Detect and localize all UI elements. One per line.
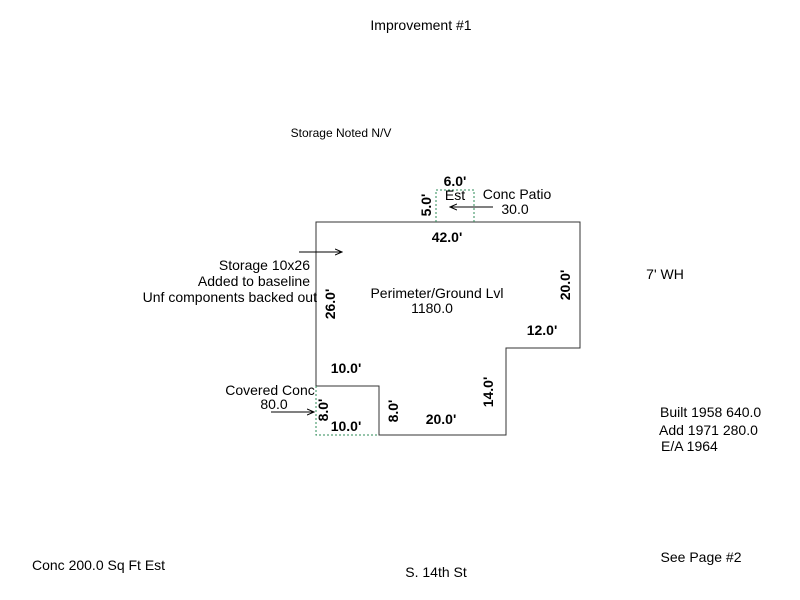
perimeter-area: 1180.0 [411, 300, 453, 316]
perimeter-label: Perimeter/Ground Lvl [370, 285, 503, 301]
info-built: Built 1958 640.0 [660, 404, 761, 420]
info-ea: E/A 1964 [661, 438, 718, 454]
dim-left: 26.0' [322, 289, 338, 320]
patio-width-dim: 6.0' [444, 173, 467, 189]
storage-note-line2: Added to baseline [198, 273, 310, 289]
sketch-title: Improvement #1 [370, 17, 471, 33]
dim-bottom-right: 20.0' [426, 411, 457, 427]
conc-estimate-note: Conc 200.0 Sq Ft Est [32, 557, 165, 573]
patio-area: 30.0 [501, 201, 528, 217]
wh-note: 7' WH [646, 266, 684, 282]
storage-noted-note: Storage Noted N/V [291, 126, 392, 140]
street-label: S. 14th St [405, 564, 467, 580]
dim-notch-left: 8.0' [385, 400, 401, 423]
patio-label: Conc Patio [483, 186, 552, 202]
storage-note-line3: Unf components backed out [143, 289, 317, 305]
covered-conc-area: 80.0 [260, 396, 287, 412]
dim-step-right: 14.0' [480, 377, 496, 408]
covered-conc-label: Covered Conc [225, 382, 315, 398]
patio-depth-dim: 5.0' [418, 194, 434, 217]
covered-conc-outline [315, 386, 379, 436]
dim-top: 42.0' [432, 229, 463, 245]
perimeter-outline [315, 221, 581, 436]
dim-right-upper: 20.0' [557, 270, 573, 301]
info-add: Add 1971 280.0 [659, 422, 758, 438]
covered-depth-dim: 8.0' [315, 399, 331, 422]
patio-est-label: Est [445, 187, 465, 203]
dim-notch-top: 10.0' [331, 360, 362, 376]
patio-outline [435, 189, 475, 222]
covered-width-dim: 10.0' [331, 418, 362, 434]
storage-note-line1: Storage 10x26 [219, 257, 310, 273]
see-page-note: See Page #2 [661, 549, 742, 565]
dim-step-top: 12.0' [527, 322, 558, 338]
